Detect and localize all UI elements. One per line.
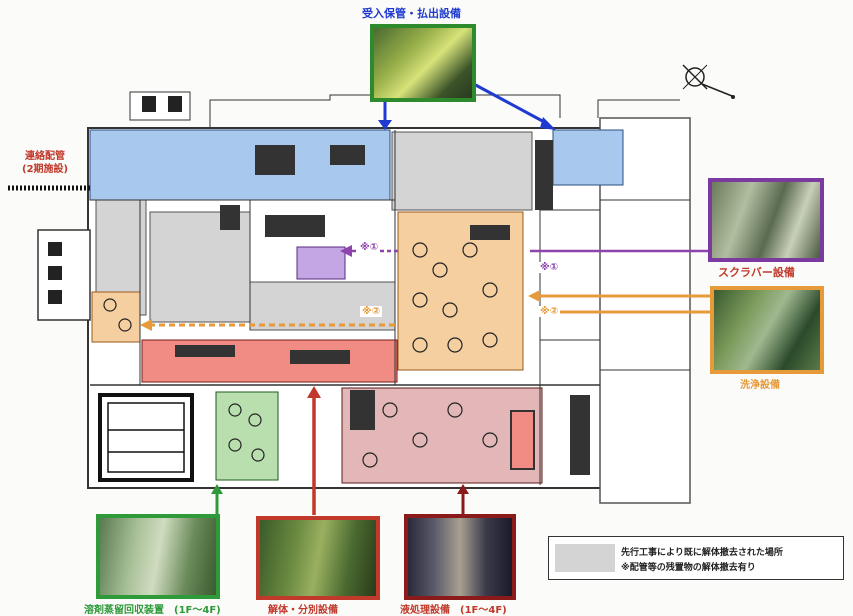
- liquid-label: 液処理設備 (1F～4F): [400, 605, 507, 616]
- receiving-photo: [370, 24, 476, 102]
- blue-zone-east: [552, 129, 624, 186]
- tank-room: [98, 393, 194, 482]
- pink-zone: [341, 387, 543, 484]
- legend-swatch: [555, 544, 615, 572]
- note-marker-1: ※①: [358, 242, 381, 253]
- scrubber-label: スクラバー設備: [718, 266, 795, 279]
- solvent-photo: [96, 514, 220, 599]
- solvent-label: 溶剤蒸留回収装置 (1F～4F): [84, 605, 221, 616]
- green-zone: [215, 391, 279, 481]
- receiving-label: 受入保管・払出設備: [362, 7, 461, 20]
- legend-line-1: 先行工事により既に解体撤去された場所: [621, 548, 783, 558]
- legend-line-2: ※配管等の残置物の解体撤去有り: [621, 563, 756, 573]
- washing-photo: [710, 286, 824, 374]
- note-marker-3: ※①: [538, 262, 561, 273]
- orange-zone-west: [91, 291, 141, 343]
- annex-unit: [48, 290, 62, 304]
- liquid-photo: [404, 514, 516, 600]
- annex-unit: [48, 266, 62, 280]
- scrubber-photo: [708, 178, 824, 262]
- gray-zone-north: [391, 131, 533, 211]
- note-marker-4: ※②: [538, 306, 561, 317]
- transfer-pipe-label: 連絡配管 (2期施設): [22, 151, 69, 175]
- west-annex: [37, 229, 91, 321]
- gray-zone-center: [149, 211, 251, 323]
- washing-label: 洗浄設備: [740, 380, 780, 391]
- dismantling-photo: [256, 516, 380, 600]
- dismantling-label: 解体・分別設備: [268, 605, 338, 616]
- note-marker-2: ※②: [360, 306, 383, 317]
- annex-unit: [48, 242, 62, 256]
- arrows: [8, 80, 712, 515]
- compass-icon: [680, 62, 740, 102]
- legend-box: 先行工事により既に解体撤去された場所 ※配管等の残置物の解体撤去有り: [548, 536, 844, 580]
- tank-room-inner: [107, 402, 185, 473]
- purple-zone: [296, 246, 346, 280]
- equipment-circles: [103, 242, 498, 468]
